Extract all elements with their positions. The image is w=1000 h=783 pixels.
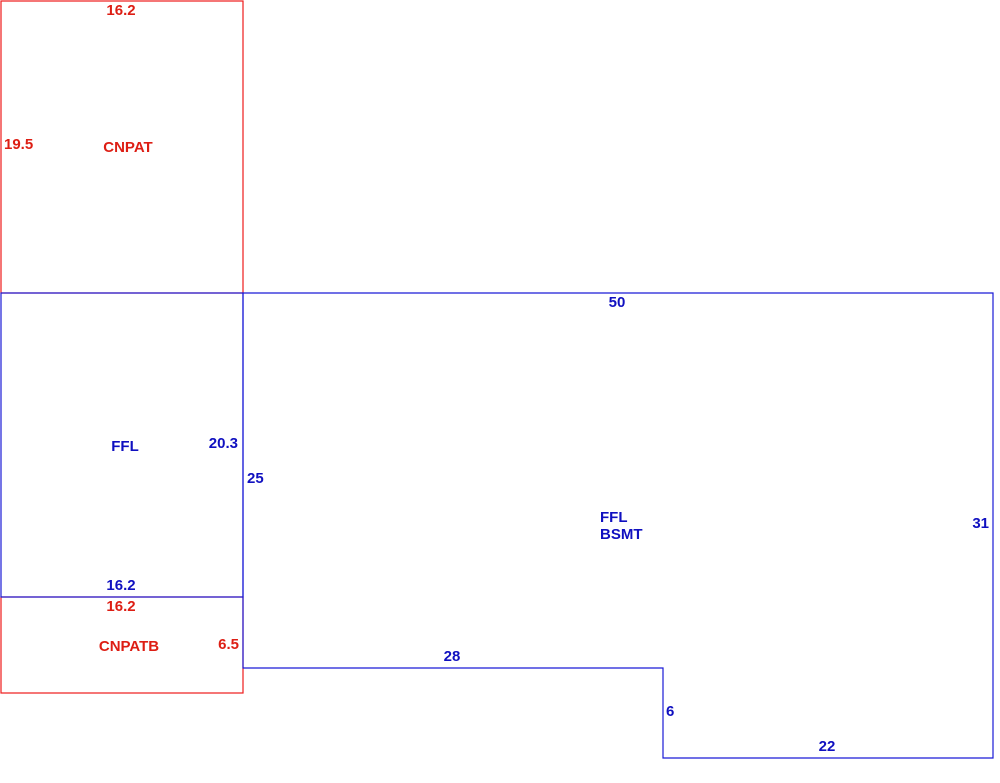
area-cnpatb: 16.2 CNPATB 6.5 bbox=[0, 596, 244, 694]
cnpatb-top-dimension: 16.2 bbox=[106, 598, 135, 615]
area-cnpat: 16.2 19.5 CNPAT bbox=[0, 0, 244, 294]
cnpat-height-dimension: 19.5 bbox=[4, 136, 33, 153]
bsmt-bottom-dimension: 22 bbox=[819, 738, 836, 755]
bsmt-step-side-dimension: 6 bbox=[666, 703, 674, 720]
bsmt-outline bbox=[242, 292, 994, 759]
ffl-right-dimension: 20.3 bbox=[209, 435, 238, 452]
ffl-area-label: FFL bbox=[111, 438, 139, 455]
cnpat-width-dimension: 16.2 bbox=[106, 2, 135, 19]
bsmt-area-label-line2: BSMT bbox=[600, 526, 643, 543]
cnpatb-right-dimension: 6.5 bbox=[218, 636, 239, 653]
bsmt-left-dimension: 25 bbox=[247, 470, 264, 487]
bsmt-right-dimension: 31 bbox=[972, 515, 989, 532]
cnpatb-area-label: CNPATB bbox=[99, 638, 159, 655]
bsmt-area-label-line1: FFL bbox=[600, 509, 628, 526]
bsmt-step-top-dimension: 28 bbox=[444, 648, 461, 665]
area-ffl: FFL 20.3 16.2 bbox=[0, 292, 244, 598]
area-ffl-bsmt: 50 25 31 FFL BSMT 28 6 22 bbox=[242, 292, 994, 759]
ffl-bottom-dimension: 16.2 bbox=[106, 577, 135, 594]
cnpat-area-label: CNPAT bbox=[103, 139, 152, 156]
bsmt-top-dimension: 50 bbox=[609, 294, 626, 311]
